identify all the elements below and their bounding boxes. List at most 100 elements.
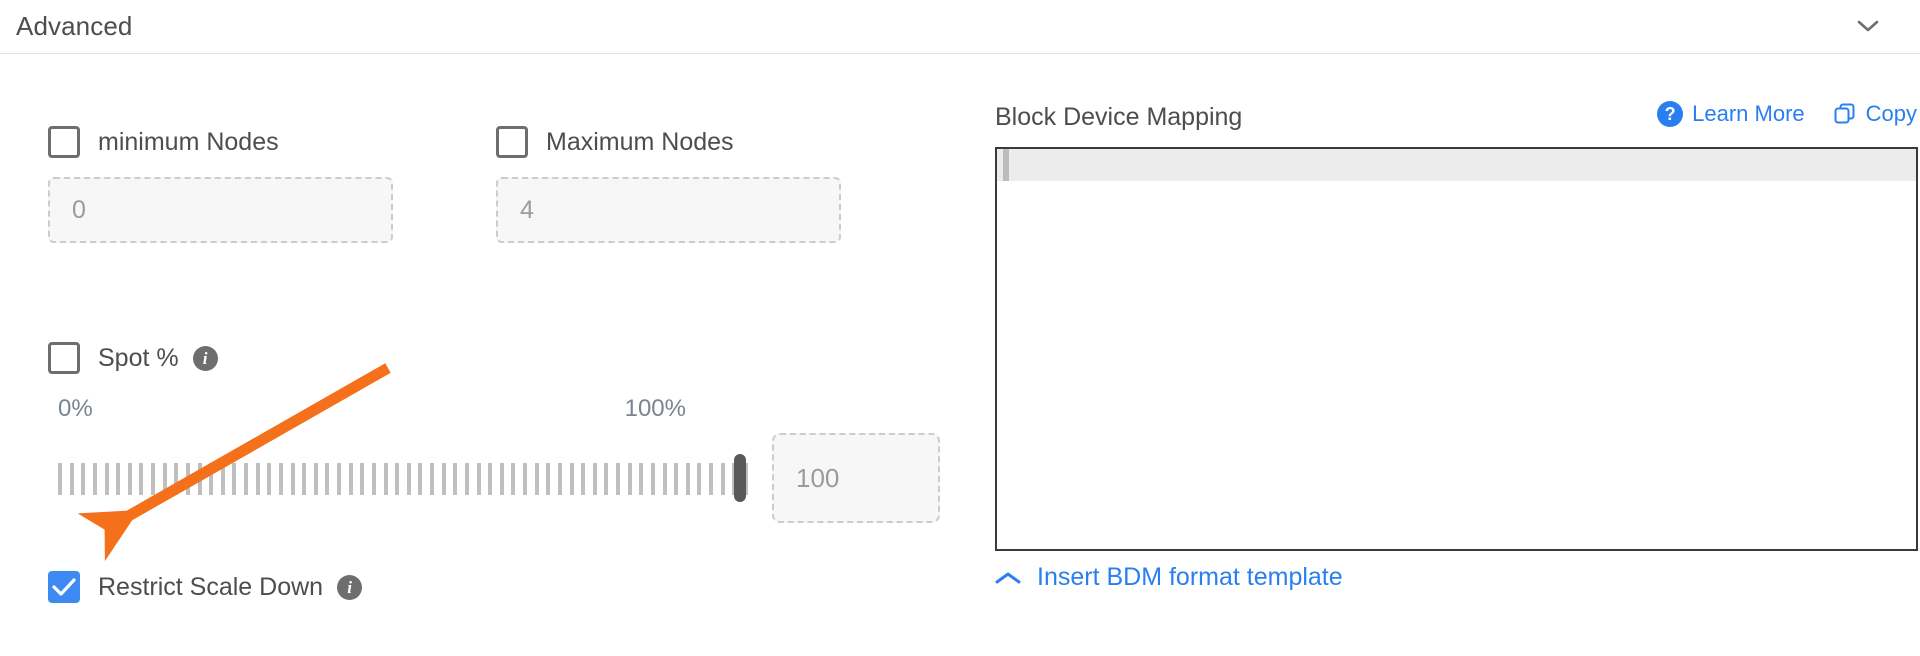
slider-tick [337,463,341,495]
slider-tick [151,463,155,495]
slider-row: 100 [48,433,948,523]
spot-percent-checkbox-row[interactable]: Spot % i [48,341,218,375]
block-device-mapping-editor[interactable] [995,147,1918,551]
slider-tick [511,463,516,495]
spot-percent-slider[interactable] [48,454,748,502]
slider-tick [302,463,307,495]
chevron-down-icon [1857,20,1879,32]
slider-tick [581,463,586,495]
slider-tick [360,463,365,495]
slider-tick [255,463,260,495]
slider-tick [592,463,597,495]
restrict-scale-down-info-icon[interactable]: i [337,574,363,600]
insert-bdm-template-link[interactable]: Insert BDM format template [995,563,1343,592]
maximum-nodes-checkbox-row[interactable]: Maximum Nodes [496,125,841,159]
slider-max-label: 100% [624,395,686,422]
slider-tick [383,463,388,495]
minimum-nodes-checkbox[interactable] [48,126,80,158]
minimum-nodes-input[interactable]: 0 [48,177,393,243]
restrict-scale-down-group: Restrict Scale Down i [48,570,363,604]
slider-tick [674,463,679,495]
slider-tick [534,463,539,495]
slider-tick [348,463,353,495]
maximum-nodes-group: Maximum Nodes 4 [496,125,841,243]
minimum-nodes-group: minimum Nodes 0 [48,125,393,243]
slider-tick [430,463,434,495]
spot-percent-value-input[interactable]: 100 [772,433,940,523]
slider-tick [395,463,400,495]
advanced-left-column: minimum Nodes 0 Maximum Nodes 4 Spot % i… [0,55,960,656]
slider-tick [162,463,167,495]
slider-tick [650,463,655,495]
spot-percent-slider-block: 0% 100% 100 [48,395,948,523]
collapse-section-button[interactable] [1848,6,1888,46]
slider-tick [278,463,283,495]
slider-tick [604,463,609,495]
slider-tick [557,463,562,495]
slider-tick [464,463,469,495]
slider-tick [185,463,190,495]
slider-thumb[interactable] [734,454,746,502]
maximum-nodes-checkbox[interactable] [496,126,528,158]
slider-tick [104,463,109,495]
slider-tick [406,463,411,495]
slider-tick [92,463,97,495]
slider-tick [639,463,644,495]
minimum-nodes-checkbox-row[interactable]: minimum Nodes [48,125,393,159]
chevron-up-icon [995,572,1021,583]
slider-tick [267,463,272,495]
slider-range-labels: 0% 100% [48,395,748,429]
advanced-section-header[interactable]: Advanced [0,0,1920,54]
slider-tick [58,463,62,495]
slider-min-label: 0% [58,395,93,422]
block-device-mapping-title: Block Device Mapping [995,103,1243,131]
slider-tick [720,463,725,495]
slider-tick [197,463,202,495]
slider-tick [116,463,121,495]
learn-more-link[interactable]: ? Learn More [1657,101,1805,127]
slider-tick [441,463,446,495]
slider-tick [127,463,132,495]
slider-tick [244,463,248,495]
slider-tick [709,463,713,495]
slider-tick [290,463,295,495]
slider-ticks [58,463,748,495]
slider-tick [523,463,527,495]
page-title: Advanced [16,11,133,41]
slider-tick [662,463,667,495]
copy-icon [1834,103,1855,124]
editor-cursor-marker [1003,149,1009,181]
spot-percent-group: Spot % i [48,341,218,375]
slider-tick [616,463,620,495]
block-device-mapping-header: Block Device Mapping ? Learn More Copy [995,101,1920,137]
slider-tick [488,463,493,495]
block-device-mapping-actions: ? Learn More Copy [1657,101,1917,127]
slider-tick [220,463,225,495]
insert-bdm-template-label: Insert BDM format template [1037,563,1343,591]
question-circle-icon: ? [1657,101,1684,127]
slider-tick [453,463,458,495]
slider-tick [209,463,214,495]
slider-tick [232,463,237,495]
slider-tick [697,463,702,495]
maximum-nodes-input[interactable]: 4 [496,177,841,243]
restrict-scale-down-checkbox[interactable] [48,571,80,603]
editor-active-line [997,149,1916,181]
slider-tick [499,463,504,495]
checkmark-icon [52,578,76,596]
restrict-scale-down-checkbox-row[interactable]: Restrict Scale Down i [48,570,363,604]
slider-tick [546,463,551,495]
restrict-scale-down-label: Restrict Scale Down [98,572,324,601]
block-device-mapping-panel: Block Device Mapping ? Learn More Copy [995,55,1920,656]
slider-tick [81,463,86,495]
slider-tick [371,463,376,495]
copy-button[interactable]: Copy [1833,101,1917,127]
spot-percent-checkbox[interactable] [48,342,80,374]
slider-tick [174,463,179,495]
slider-tick [325,463,330,495]
slider-tick [569,463,574,495]
learn-more-label: Learn More [1692,101,1805,126]
maximum-nodes-label: Maximum Nodes [546,127,734,156]
spot-percent-info-icon[interactable]: i [192,345,218,371]
minimum-nodes-label: minimum Nodes [98,127,279,156]
